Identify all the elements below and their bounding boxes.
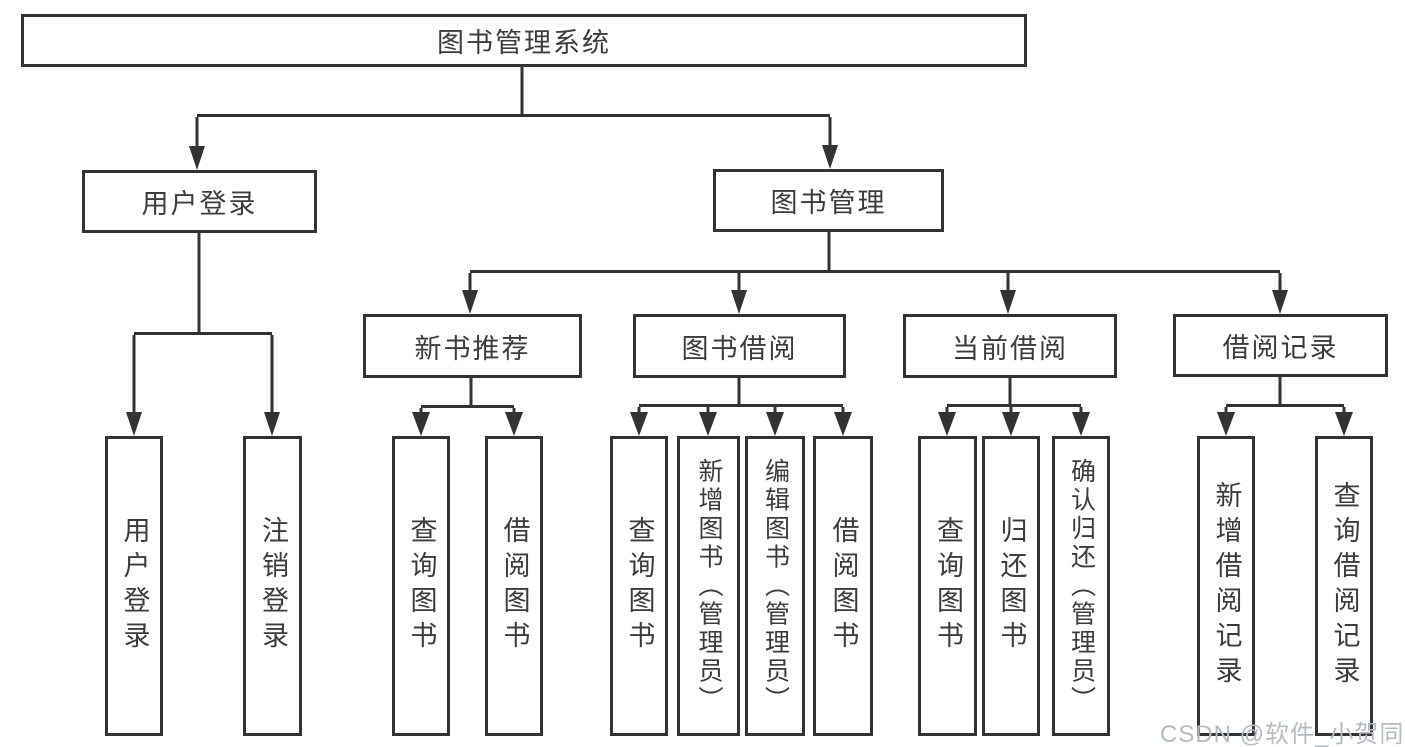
leaf-nb-query-books: 查询图书 [392, 436, 450, 736]
arrowhead-borrowing-records [1272, 290, 1288, 314]
arrowhead-book-borrowing [731, 290, 747, 314]
node-book-management-label: 图书管理 [770, 188, 887, 218]
leaf-cb-return-books-label: 归还图书 [996, 516, 1027, 656]
arrowhead-bb-edit [766, 412, 784, 436]
leaf-br-query-record-label: 查询借阅记录 [1329, 481, 1360, 691]
leaf-user-login: 用户登录 [105, 436, 163, 736]
node-borrowing-records: 借阅记录 [1173, 314, 1388, 377]
leaf-bb-add-books-admin: 新增图书（管理员） [677, 436, 740, 736]
node-book-borrowing-label: 图书借阅 [681, 333, 798, 364]
arrowhead-leaf-logout [264, 412, 280, 436]
leaf-bb-borrow-books: 借阅图书 [813, 436, 873, 736]
arrowhead-user-login [189, 146, 205, 170]
leaf-cb-confirm-return-admin: 确认归还（管理员） [1052, 436, 1110, 736]
leaf-bb-query-books: 查询图书 [610, 436, 668, 736]
arrowhead-current-borrowing [1000, 290, 1016, 314]
leaf-nb-borrow-books-label: 借阅图书 [499, 516, 530, 656]
node-new-book-recommend-label: 新书推荐 [414, 333, 531, 364]
arrowhead-br-add [1217, 412, 1235, 436]
node-borrowing-records-label: 借阅记录 [1222, 333, 1339, 363]
leaf-bb-edit-books-admin: 编辑图书（管理员） [745, 436, 805, 736]
leaf-br-add-record-label: 新增借阅记录 [1211, 481, 1242, 691]
node-book-borrowing: 图书借阅 [633, 314, 846, 378]
node-root-label: 图书管理系统 [437, 28, 611, 58]
arrowhead-cb-query [938, 412, 956, 436]
node-root: 图书管理系统 [21, 14, 1027, 67]
arrowhead-leaf-login [126, 412, 142, 436]
leaf-br-query-record: 查询借阅记录 [1315, 436, 1373, 736]
arrowhead-cb-confirm [1072, 412, 1090, 436]
leaf-bb-query-books-label: 查询图书 [624, 516, 655, 656]
arrowhead-nb-query [412, 412, 430, 436]
node-book-management: 图书管理 [713, 169, 944, 232]
watermark: CSDN @软件_小贺同学 [1160, 721, 1405, 747]
leaf-cb-query-books: 查询图书 [918, 436, 977, 736]
node-new-book-recommend: 新书推荐 [363, 314, 582, 378]
node-user-login: 用户登录 [82, 170, 317, 233]
arrowhead-nb-borrow [505, 412, 523, 436]
leaf-bb-edit-books-admin-label: 编辑图书（管理员） [761, 457, 790, 715]
leaf-logout-label: 注销登录 [258, 516, 288, 656]
leaf-bb-borrow-books-label: 借阅图书 [828, 516, 859, 656]
arrowhead-bb-add [699, 412, 717, 436]
arrowhead-br-query [1335, 412, 1353, 436]
node-current-borrowing: 当前借阅 [903, 314, 1117, 378]
node-user-login-label: 用户登录 [141, 189, 258, 219]
leaf-logout: 注销登录 [243, 436, 302, 736]
arrowhead-bb-query [630, 412, 648, 436]
leaf-br-add-record: 新增借阅记录 [1197, 436, 1255, 736]
leaf-nb-query-books-label: 查询图书 [406, 516, 437, 656]
arrowhead-new-book-recommend [462, 290, 478, 314]
leaf-cb-return-books: 归还图书 [982, 436, 1040, 736]
arrowhead-book-management [822, 145, 838, 169]
node-current-borrowing-label: 当前借阅 [952, 333, 1068, 364]
leaf-nb-borrow-books: 借阅图书 [485, 436, 543, 736]
leaf-bb-add-books-admin-label: 新增图书（管理员） [695, 457, 723, 715]
arrowhead-cb-return [1002, 412, 1020, 436]
leaf-cb-query-books-label: 查询图书 [933, 516, 963, 656]
arrowhead-bb-borrow [834, 412, 852, 436]
leaf-user-login-label: 用户登录 [119, 516, 150, 656]
leaf-cb-confirm-return-admin-label: 确认归还（管理员） [1067, 457, 1096, 715]
